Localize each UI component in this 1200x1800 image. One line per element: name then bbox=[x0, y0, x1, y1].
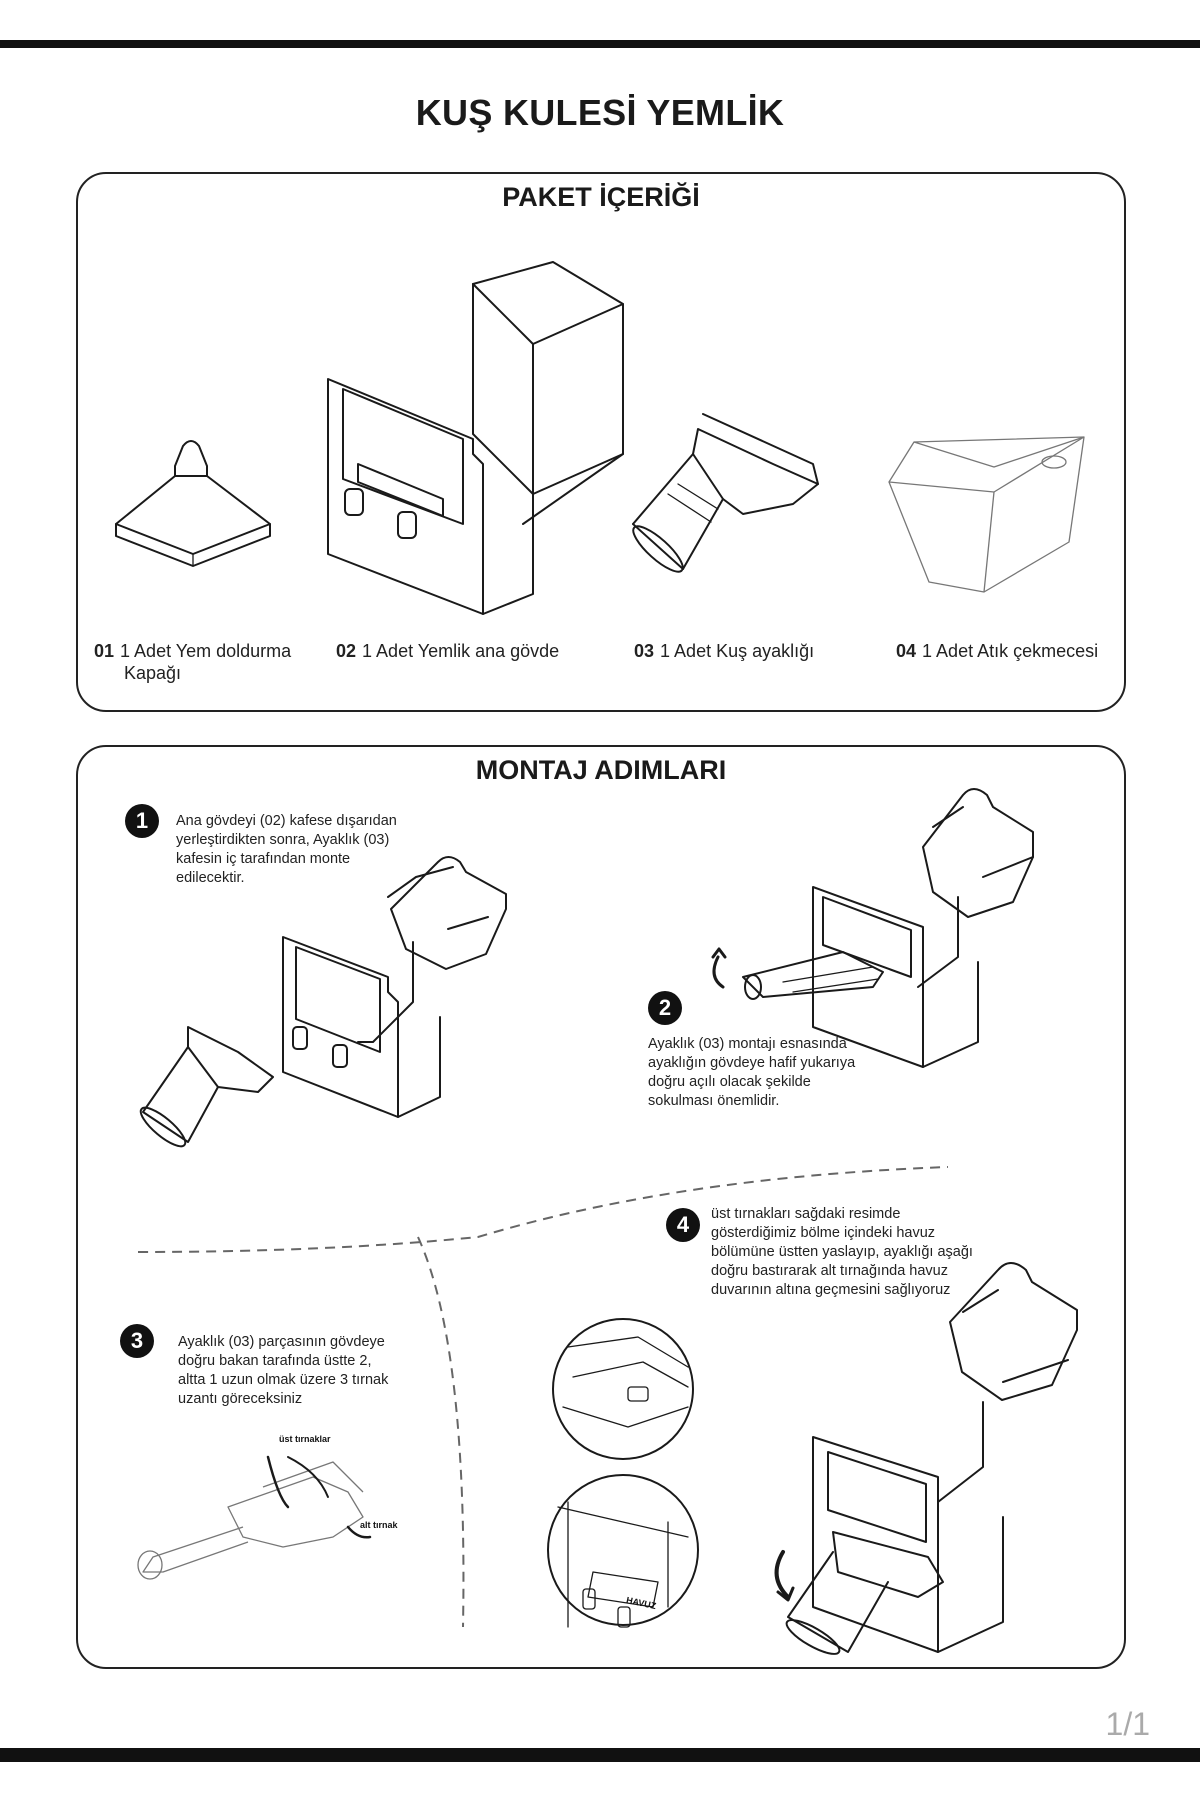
step-text-line: üst tırnakları sağdaki resimde bbox=[711, 1206, 901, 1222]
step-text-line: doğru bastırarak alt tırnağında havuz bbox=[711, 1263, 948, 1279]
step-2-illustration bbox=[711, 788, 1034, 1068]
step-text-line: kafesin iç tarafından monte bbox=[176, 851, 351, 867]
step-text-line: bölümüne üstten yaslayıp, ayaklığı aşağı bbox=[711, 1244, 973, 1260]
step-4-detail-circles bbox=[547, 1318, 699, 1628]
step-2-text: Ayaklık (03) montajı esnasında ayaklığın… bbox=[648, 1035, 855, 1111]
step-divider bbox=[137, 1166, 949, 1628]
item-label: 1 Adet Yemlik ana gövde bbox=[362, 641, 560, 661]
item-number: 04 bbox=[896, 641, 917, 661]
step-text-line: edilecektir. bbox=[176, 870, 245, 886]
item-label: 1 Adet Kuş ayaklığı bbox=[660, 641, 815, 661]
item-number: 03 bbox=[634, 641, 655, 661]
step-text-line: ayaklığın gövdeye hafif yukarıya bbox=[648, 1055, 856, 1071]
assembly-steps-panel: MONTAJ ADIMLARI 1 Ana gövdeyi (02) kafes… bbox=[76, 745, 1126, 1669]
step-2-badge: 2 bbox=[648, 991, 682, 1025]
page-title: KUŞ KULESİ YEMLİK bbox=[415, 92, 785, 133]
item-label-line2: Kapağı bbox=[124, 663, 182, 683]
assembly-steps-heading: MONTAJ ADIMLARI bbox=[475, 755, 727, 785]
step-4-illustration bbox=[774, 1262, 1078, 1655]
item-number: 02 bbox=[336, 641, 357, 661]
bird-perch-icon bbox=[632, 413, 819, 573]
step-text-line: yerleştirdikten sonra, Ayaklık (03) bbox=[176, 832, 390, 848]
step-1-illustration bbox=[139, 856, 507, 1148]
step-text-line: doğru bakan tarafında üstte 2, bbox=[178, 1353, 372, 1369]
step-3-illustration bbox=[137, 1455, 372, 1580]
upper-tabs-label: üst tırnaklar bbox=[279, 1434, 331, 1444]
step-4-badge: 4 bbox=[666, 1208, 700, 1242]
lower-tab-label: alt tırnak bbox=[360, 1520, 398, 1530]
package-contents-heading: PAKET İÇERİĞİ bbox=[502, 182, 700, 212]
item-number: 01 bbox=[94, 641, 115, 661]
step-text-line: duvarının altına geçmesini sağlıyoruz bbox=[711, 1282, 951, 1298]
bottom-rule bbox=[0, 1748, 1200, 1762]
top-rule bbox=[0, 40, 1200, 48]
waste-drawer-icon bbox=[888, 436, 1085, 593]
step-text-line: gösterdiğimiz bölme içindeki havuz bbox=[711, 1225, 936, 1241]
item-label: 1 Adet Atık çekmecesi bbox=[922, 641, 1099, 661]
step-3-badge: 3 bbox=[120, 1324, 154, 1358]
step-1-badge: 1 bbox=[125, 804, 159, 838]
step-text-line: doğru açılı olacak şekilde bbox=[648, 1074, 811, 1090]
step-1-text: Ana gövdeyi (02) kafese dışarıdan yerleş… bbox=[176, 812, 397, 888]
step-text-line: Ayaklık (03) parçasının gövdeye bbox=[178, 1334, 385, 1350]
step-text-line: sokulması önemlidir. bbox=[648, 1093, 780, 1109]
feed-fill-cap-icon bbox=[115, 440, 271, 567]
step-text-line: uzantı göreceksiniz bbox=[178, 1391, 303, 1407]
step-text-line: Ana gövdeyi (02) kafese dışarıdan bbox=[176, 813, 397, 829]
step-text-line: Ayaklık (03) montajı esnasında bbox=[648, 1036, 847, 1052]
step-3-text: Ayaklık (03) parçasının gövdeye doğru ba… bbox=[178, 1333, 388, 1409]
step-text-line: altta 1 uzun olmak üzere 3 tırnak bbox=[178, 1372, 389, 1388]
item-label: 1 Adet Yem doldurma bbox=[120, 641, 292, 661]
page-number: 1/1 bbox=[1105, 1706, 1150, 1742]
feeder-main-body-icon bbox=[327, 261, 624, 615]
step-4-text: üst tırnakları sağdaki resimde gösterdiğ… bbox=[711, 1205, 973, 1300]
